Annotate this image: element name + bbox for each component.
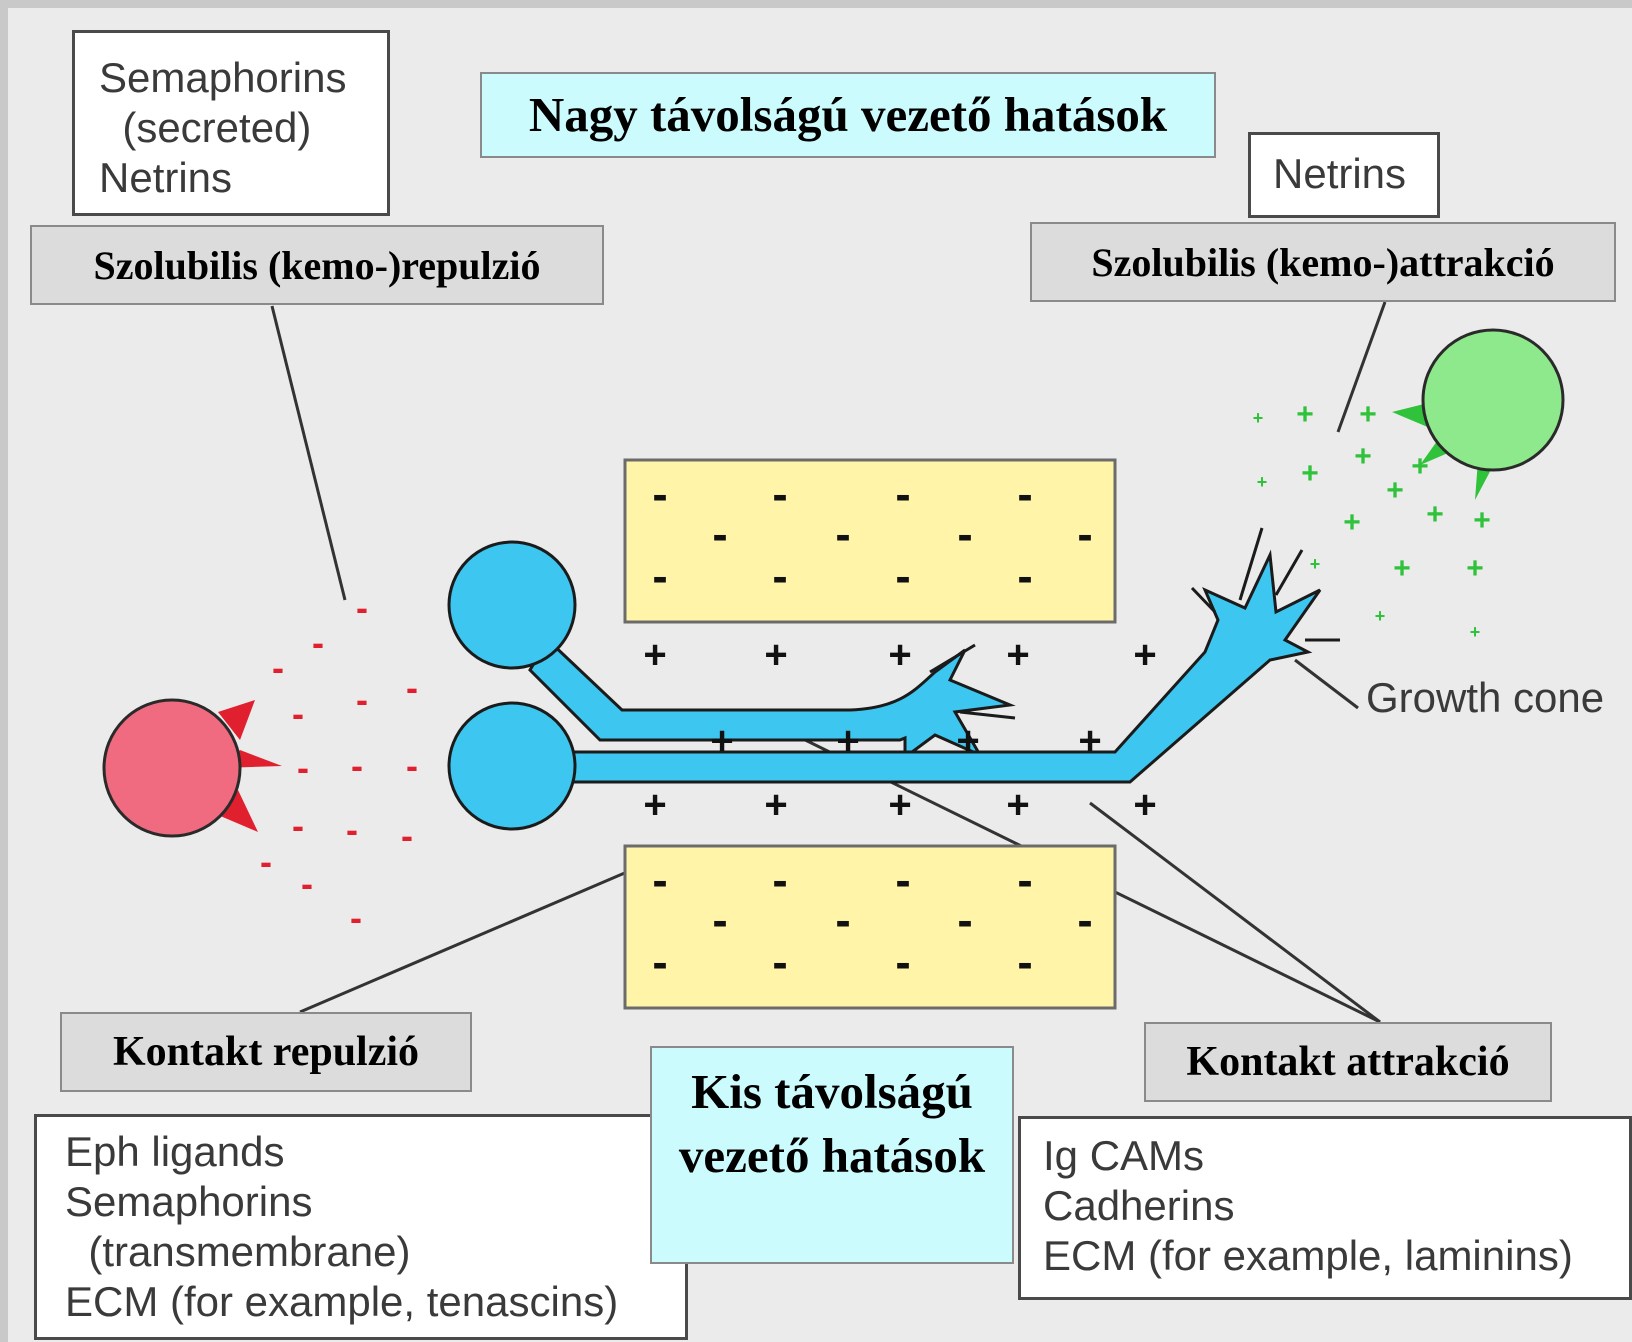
minus-sign: - <box>652 550 667 602</box>
growth-cone-label: Growth cone <box>1366 674 1604 722</box>
repellent-molecule: - <box>297 747 309 788</box>
soluble-repulsion-label: Szolubilis (kemo-)repulzió <box>30 225 604 305</box>
repellent-source-cell <box>104 700 240 836</box>
repellent-molecule: - <box>401 815 413 856</box>
plus-sign: + <box>764 633 787 677</box>
plus-sign: + <box>956 719 979 763</box>
plus-sign: + <box>764 783 787 827</box>
minus-sign: - <box>652 936 667 988</box>
upper-substrate-block <box>625 460 1115 622</box>
upper-neuron-cell-body <box>449 542 575 668</box>
minus-sign: - <box>1077 508 1092 560</box>
minus-sign: - <box>772 468 787 520</box>
contact-repulsion-label: Kontakt repulzió <box>60 1012 472 1092</box>
contact-attraction-label: Kontakt attrakció <box>1144 1022 1552 1102</box>
short-range-guidance-title: Kis távolságú vezető hatások <box>650 1046 1014 1264</box>
attractant-molecule: + <box>1470 622 1481 642</box>
plus-sign: + <box>1006 633 1029 677</box>
attractant-molecule: + <box>1301 457 1319 490</box>
plus-sign: + <box>1006 783 1029 827</box>
leader-line-growth-cone <box>1295 660 1358 708</box>
attractant-molecule: + <box>1386 474 1404 507</box>
long-range-guidance-title: Nagy távolságú vezető hatások <box>480 72 1216 158</box>
minus-sign: - <box>1017 468 1032 520</box>
soluble-attraction-label: Szolubilis (kemo-)attrakció <box>1030 222 1616 302</box>
leader-line-soluble-repulsion <box>272 306 345 600</box>
repellent-molecule: - <box>350 897 362 938</box>
repellent-molecule: - <box>292 693 304 734</box>
repellent-molecule: - <box>312 622 324 663</box>
attractant-molecule: + <box>1354 440 1372 473</box>
contact-repellents-box: Eph ligands Semaphorins (transmembrane) … <box>34 1114 688 1340</box>
repellent-molecule: - <box>351 745 363 786</box>
repellent-molecule: - <box>406 667 418 708</box>
minus-sign: - <box>1077 894 1092 946</box>
attractant-molecule: + <box>1375 606 1386 626</box>
repellent-molecule: - <box>406 745 418 786</box>
minus-sign: - <box>712 894 727 946</box>
repellent-molecule: - <box>301 863 313 904</box>
netrins-box: Netrins <box>1248 132 1440 218</box>
repellent-molecule: - <box>356 679 368 720</box>
minus-sign: - <box>772 854 787 906</box>
minus-sign: - <box>772 936 787 988</box>
plus-sign: + <box>1078 719 1101 763</box>
minus-sign: - <box>712 508 727 560</box>
attractant-molecule: + <box>1466 552 1484 585</box>
attractant-molecule: + <box>1253 408 1264 428</box>
minus-sign: - <box>1017 936 1032 988</box>
minus-sign: - <box>895 854 910 906</box>
minus-sign: - <box>895 468 910 520</box>
secreted-repellents-box: Semaphorins (secreted) Netrins <box>72 30 390 216</box>
plus-sign: + <box>836 719 859 763</box>
minus-sign: - <box>895 550 910 602</box>
minus-sign: - <box>895 936 910 988</box>
repellent-molecule: - <box>346 809 358 850</box>
attractant-source-cell <box>1423 330 1563 470</box>
plus-sign: + <box>643 783 666 827</box>
attractant-molecule: + <box>1426 498 1444 531</box>
attractant-molecule: + <box>1310 554 1321 574</box>
attractant-molecule: + <box>1473 504 1491 537</box>
lower-neuron-cell-body <box>449 703 575 829</box>
lower-substrate-block <box>625 846 1115 1008</box>
attractant-source: + + + + + + + + + + + + + + + + <box>1253 330 1563 642</box>
minus-sign: - <box>835 894 850 946</box>
attractant-molecule: + <box>1296 398 1314 431</box>
plus-sign: + <box>710 719 733 763</box>
contact-attractants-box: Ig CAMs Cadherins ECM (for example, lami… <box>1018 1116 1632 1300</box>
attractant-molecule: + <box>1359 398 1377 431</box>
attractant-molecule: + <box>1411 450 1429 483</box>
minus-sign: - <box>957 894 972 946</box>
minus-sign: - <box>652 468 667 520</box>
repellent-molecule: - <box>260 841 272 882</box>
plus-sign: + <box>1133 633 1156 677</box>
minus-sign: - <box>1017 854 1032 906</box>
attractant-molecule: + <box>1257 472 1268 492</box>
plus-sign: + <box>888 783 911 827</box>
minus-sign: - <box>835 508 850 560</box>
plus-sign: + <box>888 633 911 677</box>
repellent-molecule: - <box>356 587 368 628</box>
plus-sign: + <box>1133 783 1156 827</box>
filopodium <box>1276 550 1302 595</box>
attractant-molecule: + <box>1393 552 1411 585</box>
plus-sign: + <box>643 633 666 677</box>
minus-sign: - <box>1017 550 1032 602</box>
minus-sign: - <box>957 508 972 560</box>
leader-line-contact-attraction-2 <box>1090 803 1380 1022</box>
repellent-source: - - - - - - - - - - - - - - - <box>104 587 418 938</box>
repellent-molecule: - <box>292 805 304 846</box>
filopodium <box>960 712 1015 718</box>
minus-sign: - <box>652 854 667 906</box>
repellent-molecule: - <box>272 647 284 688</box>
attractant-molecule: + <box>1343 506 1361 539</box>
repellent-signal-molecules: - - - - - - - - - - - - - - - <box>260 587 418 938</box>
minus-sign: - <box>772 550 787 602</box>
